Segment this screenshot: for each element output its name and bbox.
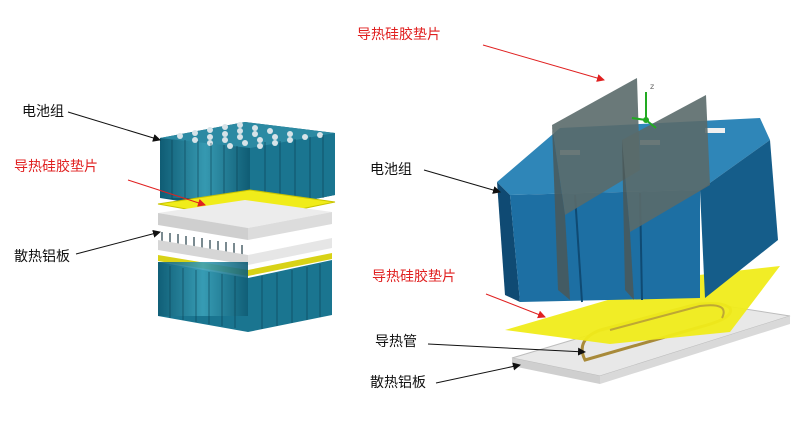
label-right-battery: 电池组 — [370, 162, 412, 178]
left-assembly — [157, 122, 336, 332]
axis-triad: z — [631, 82, 657, 129]
right-assembly: z — [497, 78, 791, 384]
left-aluminum-plate — [158, 200, 332, 265]
arrow-right-top-pad — [482, 44, 605, 82]
label-left-battery: 电池组 — [22, 104, 64, 120]
arrow-right-pipe — [427, 343, 586, 356]
arrow-right-pad — [485, 293, 546, 319]
arrows — [67, 44, 605, 384]
axis-z-label: z — [650, 82, 654, 91]
left-upper-battery-block — [160, 122, 335, 212]
arrow-left-pad — [127, 179, 206, 207]
arrow-right-battery — [423, 169, 501, 194]
label-right-top-thermal-pad: 导热硅胶垫片 — [357, 27, 441, 43]
label-left-aluminum-plate: 散热铝板 — [14, 249, 70, 265]
arrow-right-plate — [435, 362, 521, 384]
left-upper-cell-tops — [177, 122, 323, 149]
arrow-left-plate — [75, 229, 161, 255]
label-right-thermal-pad: 导热硅胶垫片 — [372, 269, 456, 285]
right-upright-pad-1 — [552, 78, 640, 215]
right-upright-pad-2 — [622, 95, 710, 232]
label-left-thermal-pad: 导热硅胶垫片 — [14, 159, 98, 175]
arrow-left-battery — [67, 111, 161, 142]
label-right-aluminum-plate: 散热铝板 — [370, 375, 426, 391]
left-lower-battery-block — [158, 260, 332, 332]
label-right-heat-pipe: 导热管 — [375, 334, 417, 350]
